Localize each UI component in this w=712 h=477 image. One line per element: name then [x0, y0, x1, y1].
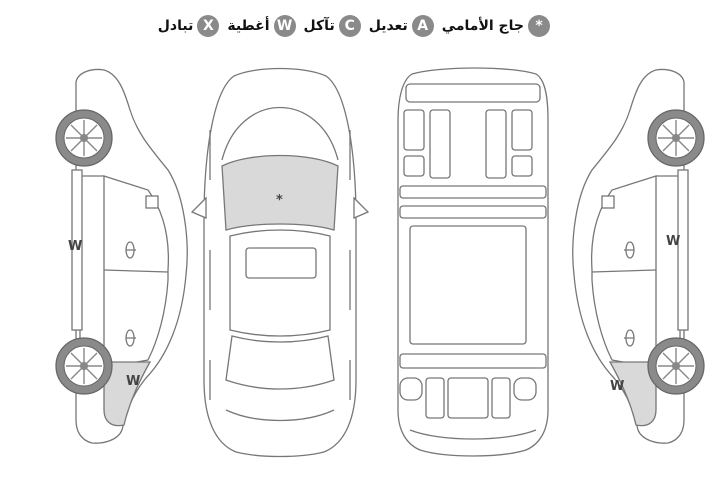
- top-view-trunk-line: [225, 409, 335, 422]
- left-side-front-wheel: [55, 109, 113, 167]
- windshield-label: جاج الأمامي: [441, 18, 524, 34]
- underside-panel-3: [485, 109, 507, 179]
- modification-label: تعديل: [368, 18, 408, 34]
- left-side-mirror: [145, 195, 159, 209]
- right-side-damaged-panel: [608, 361, 657, 427]
- underside-rear-panel-3: [447, 377, 489, 419]
- underside-crossmember-3: [399, 353, 547, 369]
- top-view-rear-window: [225, 335, 335, 390]
- underside-rear-panel-1: [399, 377, 423, 401]
- right-side-rear-wheel: [647, 337, 705, 395]
- corrosion-label: تآكل: [303, 18, 335, 34]
- top-view-left-mirror: [190, 196, 207, 219]
- right-side-door-handle-upper: [624, 241, 635, 259]
- underside-rear-panel-5: [513, 377, 537, 401]
- left-side-mark-upper: W: [68, 239, 82, 254]
- left-side-damaged-panel: [103, 361, 152, 427]
- left-side-rear-wheel: [55, 337, 113, 395]
- windshield-damaged: [221, 154, 339, 231]
- covers-label: أغطية: [227, 18, 270, 34]
- underside-panel-2: [429, 109, 451, 179]
- right-side-pillar: [591, 269, 657, 273]
- right-side-front-wheel: [647, 109, 705, 167]
- underside-floor-pan: [409, 225, 527, 345]
- top-view-sunroof: [245, 247, 317, 279]
- covers-symbol-badge: W: [273, 15, 296, 37]
- right-side-mark-lower: W: [610, 379, 624, 394]
- top-view-right-mirror: [353, 196, 370, 219]
- right-side-mirror: [601, 195, 615, 209]
- left-side-pillar: [103, 269, 169, 273]
- left-side-window-line: [103, 175, 170, 369]
- underside-panel-6: [511, 155, 533, 177]
- legend-item-modification: A تعديل: [369, 15, 434, 37]
- underside-crossmember-2: [399, 205, 547, 219]
- underside-rear-bumper: [409, 429, 537, 440]
- windshield-symbol-badge: *: [528, 15, 550, 37]
- car-top-view: *: [190, 67, 370, 458]
- modification-symbol-badge: A: [411, 15, 434, 37]
- corrosion-symbol-badge: C: [338, 15, 361, 37]
- left-side-mark-lower: W: [126, 374, 140, 389]
- car-left-side-view: W W: [55, 68, 188, 444]
- underside-panel-5: [403, 155, 425, 177]
- underside-rear-panel-2: [425, 377, 445, 419]
- left-side-door-handle-lower: [125, 329, 136, 347]
- replacement-label: تبادل: [157, 18, 194, 34]
- replacement-symbol-badge: X: [197, 15, 220, 37]
- damage-legend: * جاج الأمامي A تعديل C تآكل W أغطية X ت…: [150, 12, 550, 40]
- right-side-window-line: [590, 175, 657, 369]
- windshield-mark: *: [276, 193, 283, 208]
- underside-crossmember-1: [399, 185, 547, 199]
- underside-panel-1: [403, 109, 425, 151]
- underside-front-bumper: [405, 83, 541, 103]
- legend-item-corrosion: C تآكل: [304, 15, 361, 37]
- underside-panel-4: [511, 109, 533, 151]
- legend-item-replacement: X تبادل: [158, 15, 220, 37]
- right-side-door-handle-lower: [624, 329, 635, 347]
- car-underside-view: [397, 67, 549, 457]
- right-side-mark-upper: W: [666, 234, 680, 249]
- legend-item-windshield: * جاج الأمامي: [442, 15, 550, 37]
- right-side-sill: [677, 169, 689, 331]
- left-side-door-handle-upper: [125, 241, 136, 259]
- underside-rear-panel-4: [491, 377, 511, 419]
- top-view-hood-line: [221, 107, 339, 161]
- car-right-side-view: [572, 68, 705, 444]
- left-side-sill: [71, 169, 83, 331]
- top-view-roof-outline: [229, 229, 331, 337]
- legend-item-covers: W أغطية: [227, 15, 296, 37]
